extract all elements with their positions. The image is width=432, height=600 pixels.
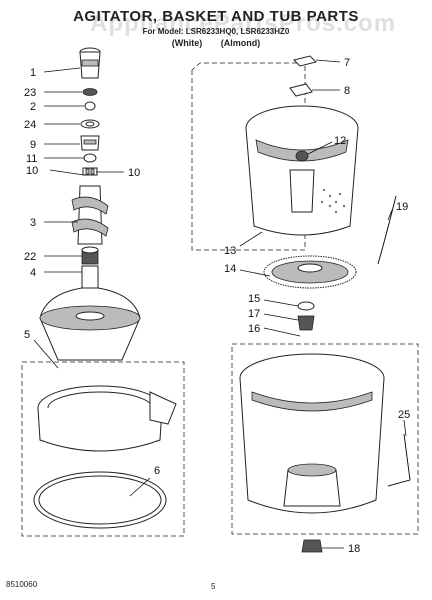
callout-2: 2 bbox=[30, 101, 36, 113]
part-17-seal[interactable] bbox=[297, 315, 315, 331]
footer-page-number: 5 bbox=[211, 582, 216, 591]
callout-3: 3 bbox=[30, 217, 36, 229]
watermark-text: AppliancePartsPros.com bbox=[90, 10, 397, 37]
callout-24: 24 bbox=[24, 119, 36, 131]
part-5-tub-ring[interactable] bbox=[37, 385, 177, 452]
callout-7: 7 bbox=[344, 57, 350, 69]
callout-19: 19 bbox=[396, 201, 408, 213]
part-9-dog-cam[interactable] bbox=[80, 135, 100, 151]
tub-group-box-right bbox=[231, 343, 419, 535]
callout-11: 11 bbox=[26, 153, 37, 165]
callout-15: 15 bbox=[248, 293, 260, 305]
callout-6: 6 bbox=[154, 465, 160, 477]
callout-25: 25 bbox=[398, 409, 410, 421]
part-24-washer[interactable] bbox=[80, 119, 100, 129]
part-11-spacer[interactable] bbox=[83, 153, 97, 163]
variant-white: (White) bbox=[171, 38, 203, 48]
part-2-seal[interactable] bbox=[84, 101, 96, 111]
page-title: AGITATOR, BASKET AND TUB PARTS bbox=[73, 8, 359, 25]
callout-8: 8 bbox=[344, 85, 350, 97]
callout-4: 4 bbox=[30, 267, 36, 279]
footer-part-code: 8510060 bbox=[6, 580, 38, 589]
color-variants: (White) (Almond) bbox=[0, 38, 432, 48]
callout-18: 18 bbox=[348, 543, 360, 555]
callout-16: 16 bbox=[248, 323, 260, 335]
callout-9: 9 bbox=[30, 139, 36, 151]
part-10-dogs[interactable] bbox=[82, 167, 98, 176]
callout-5: 5 bbox=[24, 329, 30, 341]
part-8-spanner-nut[interactable] bbox=[289, 83, 313, 97]
callout-12: 12 bbox=[334, 135, 346, 147]
callout-1: 1 bbox=[30, 67, 36, 79]
part-19-hose[interactable] bbox=[377, 195, 397, 265]
part-25-drain-hose[interactable] bbox=[387, 433, 411, 487]
callout-14: 14 bbox=[224, 263, 236, 275]
model-subtitle: For Model: LSR6233HQ0, LSR6233HZ0 bbox=[142, 27, 290, 36]
part-1-agitator-cap[interactable] bbox=[79, 47, 101, 79]
callout-22: 22 bbox=[24, 251, 36, 263]
part-22-bushing[interactable] bbox=[81, 246, 99, 265]
part-4-agitator-base[interactable] bbox=[39, 265, 141, 361]
part-16-tub[interactable] bbox=[239, 353, 385, 514]
callout-17: 17 bbox=[248, 308, 260, 320]
leader-lines bbox=[33, 59, 407, 549]
part-6-tub-seal[interactable] bbox=[33, 471, 167, 529]
callout-labels: 1 23 2 24 9 11 10 10 3 22 4 5 6 7 8 12 1… bbox=[24, 57, 410, 555]
part-12-basket-seal[interactable] bbox=[295, 150, 309, 162]
variant-almond: (Almond) bbox=[220, 38, 261, 48]
callout-10-left: 10 bbox=[26, 165, 38, 177]
part-13-basket[interactable] bbox=[245, 105, 359, 236]
part-3-auger[interactable] bbox=[71, 185, 109, 245]
tub-group-box-left bbox=[21, 361, 185, 537]
callout-13: 13 bbox=[224, 245, 236, 257]
part-18-nut[interactable] bbox=[301, 539, 323, 553]
part-23-ring[interactable] bbox=[82, 88, 98, 96]
callout-10-right: 10 bbox=[128, 167, 140, 179]
part-15-nut[interactable] bbox=[297, 301, 315, 311]
callout-23: 23 bbox=[24, 87, 36, 99]
part-14-drive-hub[interactable] bbox=[263, 255, 357, 289]
part-7-nut-cover[interactable] bbox=[293, 55, 317, 67]
